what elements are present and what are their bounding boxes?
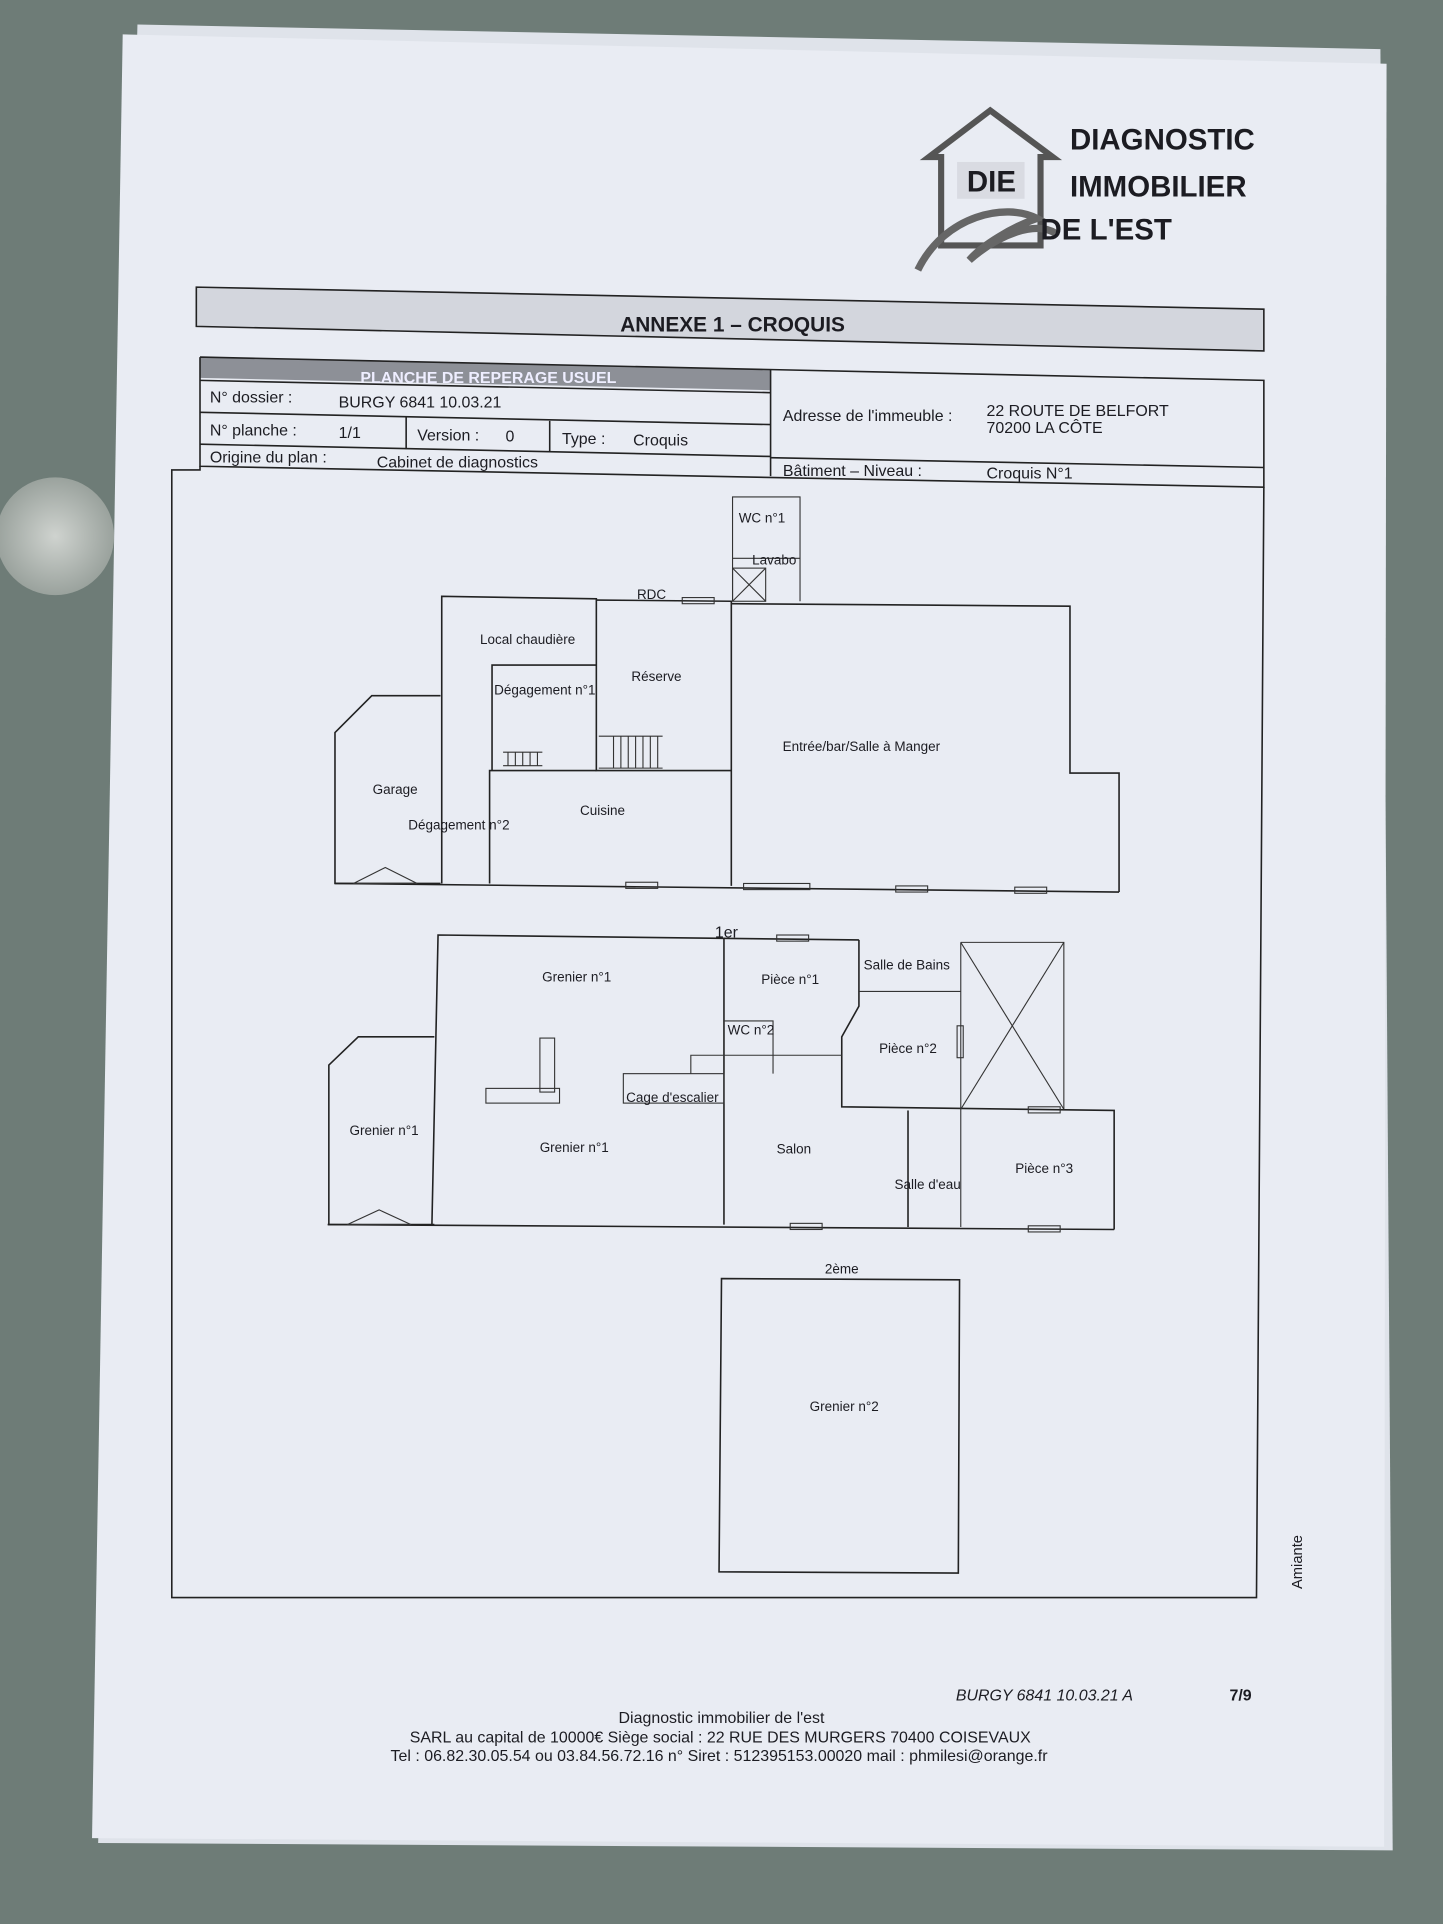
room-label: Cuisine [580, 803, 625, 818]
origine-value: Cabinet de diagnostics [377, 455, 538, 472]
type-value: Croquis [633, 432, 688, 449]
room-label: Salon [777, 1141, 812, 1156]
room-label: Cage d'escalier [626, 1090, 719, 1105]
plan-frame [170, 466, 1265, 1599]
footer-company: Diagnostic immobilier de l'est [619, 1710, 825, 1727]
room-label: Salle d'eau [894, 1177, 960, 1192]
room-label: Garage [373, 782, 418, 797]
company-logo: DIE DIAGNOSTIC IMMOBILIER DE L'EST [914, 106, 1255, 272]
room-label: Entrée/bar/Salle à Manger [783, 739, 941, 754]
type-label: Type : [562, 431, 605, 448]
page-number: 7/9 [1229, 1688, 1251, 1705]
floor-plan-second: 2ème Grenier n°2 [718, 1262, 961, 1574]
room-label: Pièce n°2 [879, 1041, 937, 1056]
batiment-label: Bâtiment – Niveau : [783, 463, 922, 480]
room-label: WC n°2 [728, 1022, 775, 1037]
room-label: Grenier n°1 [542, 970, 611, 985]
logo-line-3: DE L'EST [1041, 213, 1172, 246]
side-label: Amiante [1290, 1535, 1306, 1589]
room-label: WC n°1 [739, 511, 786, 526]
planche-value: 1/1 [339, 425, 361, 442]
table-banner: PLANCHE DE REPERAGE USUEL [360, 370, 616, 387]
room-label: Dégagement n°1 [494, 683, 595, 698]
room-label: Salle de Bains [864, 957, 950, 972]
room-label: Grenier n°1 [350, 1123, 419, 1138]
header-table: PLANCHE DE REPERAGE USUEL N° dossier : B… [199, 356, 1265, 488]
floor-plan-first: 1er Grenier n°1 Pièce n°1 Salle de Bains… [327, 924, 1115, 1233]
footer: BURGY 6841 10.03.21 A 7/9 Diagnostic imm… [391, 1688, 1252, 1765]
room-label: Dégagement n°2 [408, 817, 509, 832]
batiment-value: Croquis N°1 [987, 466, 1073, 483]
footer-address: SARL au capital de 10000€ Siège social :… [410, 1729, 1031, 1746]
dossier-label: N° dossier : [210, 389, 293, 406]
footer-contact: Tel : 06.82.30.05.54 ou 03.84.56.72.16 n… [391, 1748, 1049, 1765]
room-label: Pièce n°1 [761, 972, 819, 987]
origine-label: Origine du plan : [210, 450, 327, 467]
version-label: Version : [417, 428, 479, 445]
title-bar [195, 286, 1265, 352]
room-label: Grenier n°2 [810, 1399, 879, 1414]
page [92, 34, 1387, 1847]
adresse-label: Adresse de l'immeuble : [783, 408, 953, 425]
page-title: ANNEXE 1 – CROQUIS [620, 313, 845, 336]
logo-line-2: IMMOBILIER [1070, 170, 1247, 203]
room-label: Lavabo [752, 552, 796, 567]
room-label: Réserve [631, 669, 681, 684]
adresse-line-2: 70200 LA CÔTE [987, 418, 1103, 437]
footer-ref: BURGY 6841 10.03.21 A [956, 1688, 1133, 1705]
level-label-first: 1er [715, 924, 739, 941]
logo-line-1: DIAGNOSTIC [1070, 124, 1255, 157]
floor-plan-rdc: RDC WC n°1 Lavabo Local chaudière Dégage… [334, 496, 1120, 894]
logo-badge: DIE [967, 165, 1016, 198]
glass-knob [0, 477, 115, 596]
planche-label: N° planche : [210, 423, 297, 440]
level-label-second: 2ème [825, 1262, 859, 1277]
dossier-value: BURGY 6841 10.03.21 [339, 394, 502, 411]
room-label: Local chaudière [480, 632, 575, 647]
room-label: Grenier n°1 [540, 1140, 609, 1155]
adresse-line-1: 22 ROUTE DE BELFORT [987, 403, 1169, 420]
version-value: 0 [506, 429, 515, 446]
room-label: Pièce n°3 [1015, 1161, 1073, 1176]
level-label-rdc: RDC [637, 587, 666, 602]
